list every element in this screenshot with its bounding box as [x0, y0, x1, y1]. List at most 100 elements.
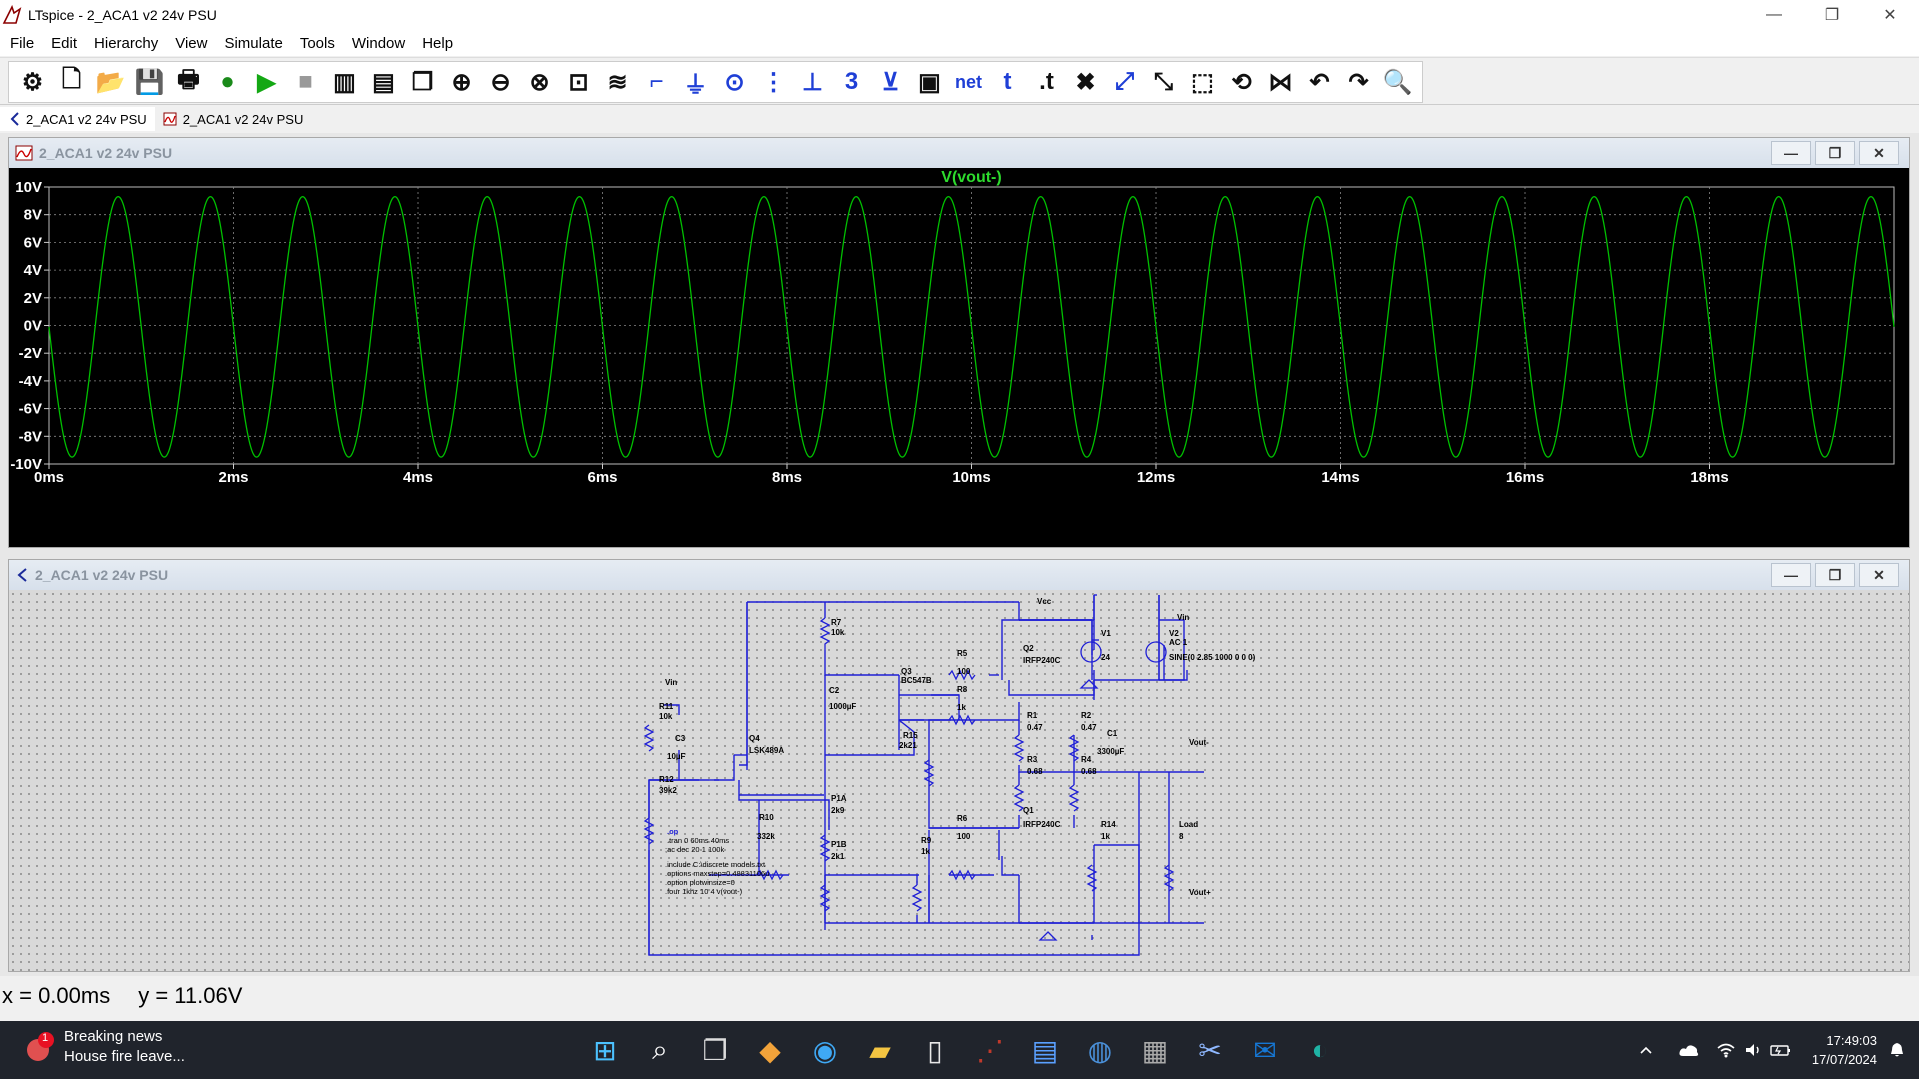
- c2-label: C2: [829, 686, 840, 695]
- sch-minimize-button[interactable]: —: [1771, 563, 1811, 587]
- zoom-back-button[interactable]: ⊡: [559, 64, 598, 100]
- print-button[interactable]: 🖶: [169, 64, 208, 100]
- delete-button[interactable]: ✖: [1066, 64, 1105, 100]
- stop-button[interactable]: ■: [286, 64, 325, 100]
- restore-button[interactable]: ❐: [1824, 7, 1840, 24]
- notes-taskbar-button[interactable]: ▤: [1024, 1029, 1066, 1071]
- volume-icon[interactable]: [1744, 1042, 1762, 1058]
- tile-horizontal-button[interactable]: ▤: [364, 64, 403, 100]
- browser-taskbar-button[interactable]: ◍: [1079, 1029, 1121, 1071]
- plot-close-button[interactable]: ✕: [1859, 141, 1899, 165]
- task-view-taskbar-button[interactable]: ❐: [694, 1029, 736, 1071]
- menu-file[interactable]: File: [10, 34, 35, 52]
- wire-button[interactable]: ⌐: [637, 64, 676, 100]
- menu-edit[interactable]: Edit: [51, 34, 78, 52]
- new-schematic-button[interactable]: 🗋: [52, 64, 91, 100]
- ground-button[interactable]: ⏚: [676, 64, 715, 100]
- label-icon: ⊙: [724, 68, 745, 96]
- menu-window[interactable]: Window: [351, 34, 406, 52]
- sch-close-button[interactable]: ✕: [1859, 563, 1899, 587]
- cascade-button[interactable]: ❐: [403, 64, 442, 100]
- mirror-button[interactable]: ⋈: [1261, 64, 1300, 100]
- menu-simulate[interactable]: Simulate: [224, 34, 283, 52]
- redo-button[interactable]: ↷: [1339, 64, 1378, 100]
- notification-bell-icon[interactable]: [1889, 1041, 1905, 1059]
- chevron-up-icon[interactable]: [1638, 1042, 1654, 1058]
- battery-icon[interactable]: [1770, 1042, 1792, 1058]
- gear-button[interactable]: ⚙: [13, 64, 52, 100]
- tab-schematic[interactable]: 2_ACA1 v2 24v PSU: [0, 107, 155, 131]
- copy-button[interactable]: ⤢: [1105, 64, 1144, 100]
- drag-icon: ⬚: [1191, 68, 1214, 96]
- label-button[interactable]: ⊙: [715, 64, 754, 100]
- autorange-button[interactable]: ≋: [598, 64, 637, 100]
- edge-taskbar-button[interactable]: ◐: [1299, 1029, 1341, 1071]
- ac-analysis-button[interactable]: ●: [208, 64, 247, 100]
- rotate-button[interactable]: ⟲: [1222, 64, 1261, 100]
- save-button[interactable]: 💾: [130, 64, 169, 100]
- drag-button[interactable]: ⬚: [1183, 64, 1222, 100]
- wifi-icon[interactable]: [1716, 1042, 1736, 1058]
- spice-directive-button[interactable]: .t: [1027, 64, 1066, 100]
- schematic-window-titlebar[interactable]: 2_ACA1 v2 24v PSU — ❐ ✕: [9, 560, 1909, 590]
- r8-value: 1k: [957, 703, 966, 712]
- menu-help[interactable]: Help: [422, 34, 454, 52]
- zoom-in-button[interactable]: ⊕: [442, 64, 481, 100]
- notepad-taskbar-button[interactable]: ▯: [914, 1029, 956, 1071]
- schematic-canvas[interactable]: Vcc Vin Vin Vout- Vout+ R7 10k R5 100 Q2…: [9, 590, 1909, 971]
- snipping-tool-taskbar-button[interactable]: ✂: [1189, 1029, 1231, 1071]
- waveform-window-titlebar[interactable]: 2_ACA1 v2 24v PSU — ❐ ✕: [9, 138, 1909, 168]
- tab-waveform[interactable]: 2_ACA1 v2 24v PSU: [155, 107, 312, 131]
- directive-four[interactable]: .four 1khz 10 4 v(vout-): [665, 887, 743, 896]
- windows-start-taskbar-button[interactable]: ⊞: [584, 1029, 626, 1071]
- zoom-in-icon: ⊕: [451, 68, 472, 96]
- directive-ac[interactable]: ;ac dec 20 1 100k: [665, 845, 724, 854]
- run-button[interactable]: ▶: [247, 64, 286, 100]
- directive-op[interactable]: .op: [667, 827, 679, 836]
- outlook-taskbar-button[interactable]: ✉: [1244, 1029, 1286, 1071]
- zoom-out-button[interactable]: ⊖: [481, 64, 520, 100]
- move-icon: ⤡: [1153, 68, 1174, 95]
- taskbar: 1 Breaking news House fire leave... ⊞ ⌕ ❐ ◆…: [0, 1021, 1919, 1079]
- resistor-button[interactable]: ⋮: [754, 64, 793, 100]
- diode-button[interactable]: ⊻: [871, 64, 910, 100]
- zoom-fit-button[interactable]: ⊗: [520, 64, 559, 100]
- file-explorer-taskbar-button[interactable]: ▰: [859, 1029, 901, 1071]
- clock[interactable]: 17:49:03 17/07/2024: [1812, 1031, 1877, 1069]
- text-button[interactable]: t: [988, 64, 1027, 100]
- open-button[interactable]: 📂: [91, 64, 130, 100]
- news-widget[interactable]: 1 Breaking news House fire leave...: [22, 1027, 185, 1067]
- capacitor-button[interactable]: ⊥: [793, 64, 832, 100]
- find-button[interactable]: 🔍: [1378, 64, 1417, 100]
- directive-options[interactable]: .options maxstep=0.48831106u: [665, 869, 769, 878]
- minimize-button[interactable]: —: [1766, 6, 1782, 23]
- copilot-taskbar-button[interactable]: ◆: [749, 1029, 791, 1071]
- plot-minimize-button[interactable]: —: [1771, 141, 1811, 165]
- gear-icon: ⚙: [21, 68, 44, 96]
- schematic-drawing[interactable]: Vcc Vin Vin Vout- Vout+ R7 10k R5 100 Q2…: [9, 590, 1909, 971]
- menu-tools[interactable]: Tools: [299, 34, 335, 52]
- run-icon: ▶: [257, 68, 276, 96]
- net-button[interactable]: net: [949, 64, 988, 100]
- edge-sync-icon: ◉: [812, 1034, 838, 1066]
- directive-plotwinsize[interactable]: .option plotwinsize=0: [665, 878, 735, 887]
- ltspice-taskbar-button[interactable]: ⋰: [969, 1029, 1011, 1071]
- sch-restore-button[interactable]: ❐: [1815, 563, 1855, 587]
- search-taskbar-button[interactable]: ⌕: [639, 1029, 681, 1071]
- undo-button[interactable]: ↶: [1300, 64, 1339, 100]
- edge-sync-taskbar-button[interactable]: ◉: [804, 1029, 846, 1071]
- menu-hierarchy[interactable]: Hierarchy: [94, 34, 159, 52]
- move-button[interactable]: ⤡: [1144, 64, 1183, 100]
- close-button[interactable]: ✕: [1883, 7, 1897, 24]
- menu-view[interactable]: View: [175, 34, 208, 52]
- plot-restore-button[interactable]: ❐: [1815, 141, 1855, 165]
- directive-tran[interactable]: .tran 0 60ms 40ms: [667, 836, 729, 845]
- calculator-taskbar-button[interactable]: ▦: [1134, 1029, 1176, 1071]
- cloud-icon[interactable]: [1678, 1042, 1700, 1058]
- inductor-button[interactable]: 3: [832, 64, 871, 100]
- tile-vertical-button[interactable]: ▥: [325, 64, 364, 100]
- component-button[interactable]: ▣: [910, 64, 949, 100]
- directive-include[interactable]: .include C:\discrete models.txt: [665, 860, 766, 869]
